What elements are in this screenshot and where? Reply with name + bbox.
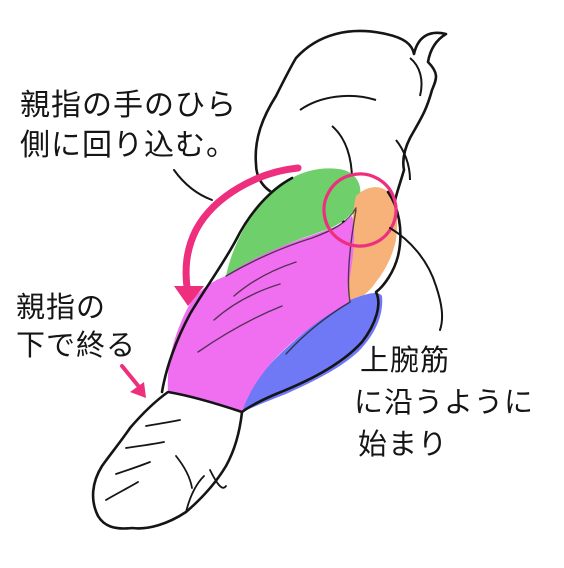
leader-line-right bbox=[389, 227, 444, 331]
note-along-brachialis: 上腕筋 に沿うように 始まり bbox=[354, 339, 534, 465]
note-thumb-palm-side: 親指の手のひら 側に回り込む。 bbox=[20, 86, 237, 165]
note-line: 側に回り込む。 bbox=[20, 127, 237, 163]
note-line: に沿うように bbox=[354, 385, 535, 420]
forearm-outline bbox=[160, 176, 402, 414]
leader-line-top bbox=[173, 169, 213, 201]
note-line: 始まり bbox=[358, 427, 449, 462]
origin-highlight-circle bbox=[322, 172, 398, 248]
muscle-divider-lines bbox=[197, 207, 357, 355]
rotation-arrow bbox=[182, 164, 302, 298]
bicep-contour-line bbox=[299, 57, 423, 111]
note-line: 親指の手のひら bbox=[20, 88, 237, 123]
rotation-arrowhead bbox=[174, 286, 204, 306]
muscle-magenta-region bbox=[167, 216, 355, 412]
pointer-arrow bbox=[120, 364, 142, 390]
note-line: 上腕筋 bbox=[360, 343, 451, 377]
note-line: 下で終る bbox=[16, 328, 137, 363]
note-ends-below-thumb: 親指の 下で終る bbox=[16, 288, 136, 365]
pointer-arrowhead bbox=[130, 382, 146, 398]
note-line: 親指の bbox=[16, 290, 107, 324]
muscle-blue-region bbox=[242, 293, 383, 412]
hand-fist bbox=[91, 390, 244, 530]
knuckle-lines bbox=[105, 419, 227, 513]
